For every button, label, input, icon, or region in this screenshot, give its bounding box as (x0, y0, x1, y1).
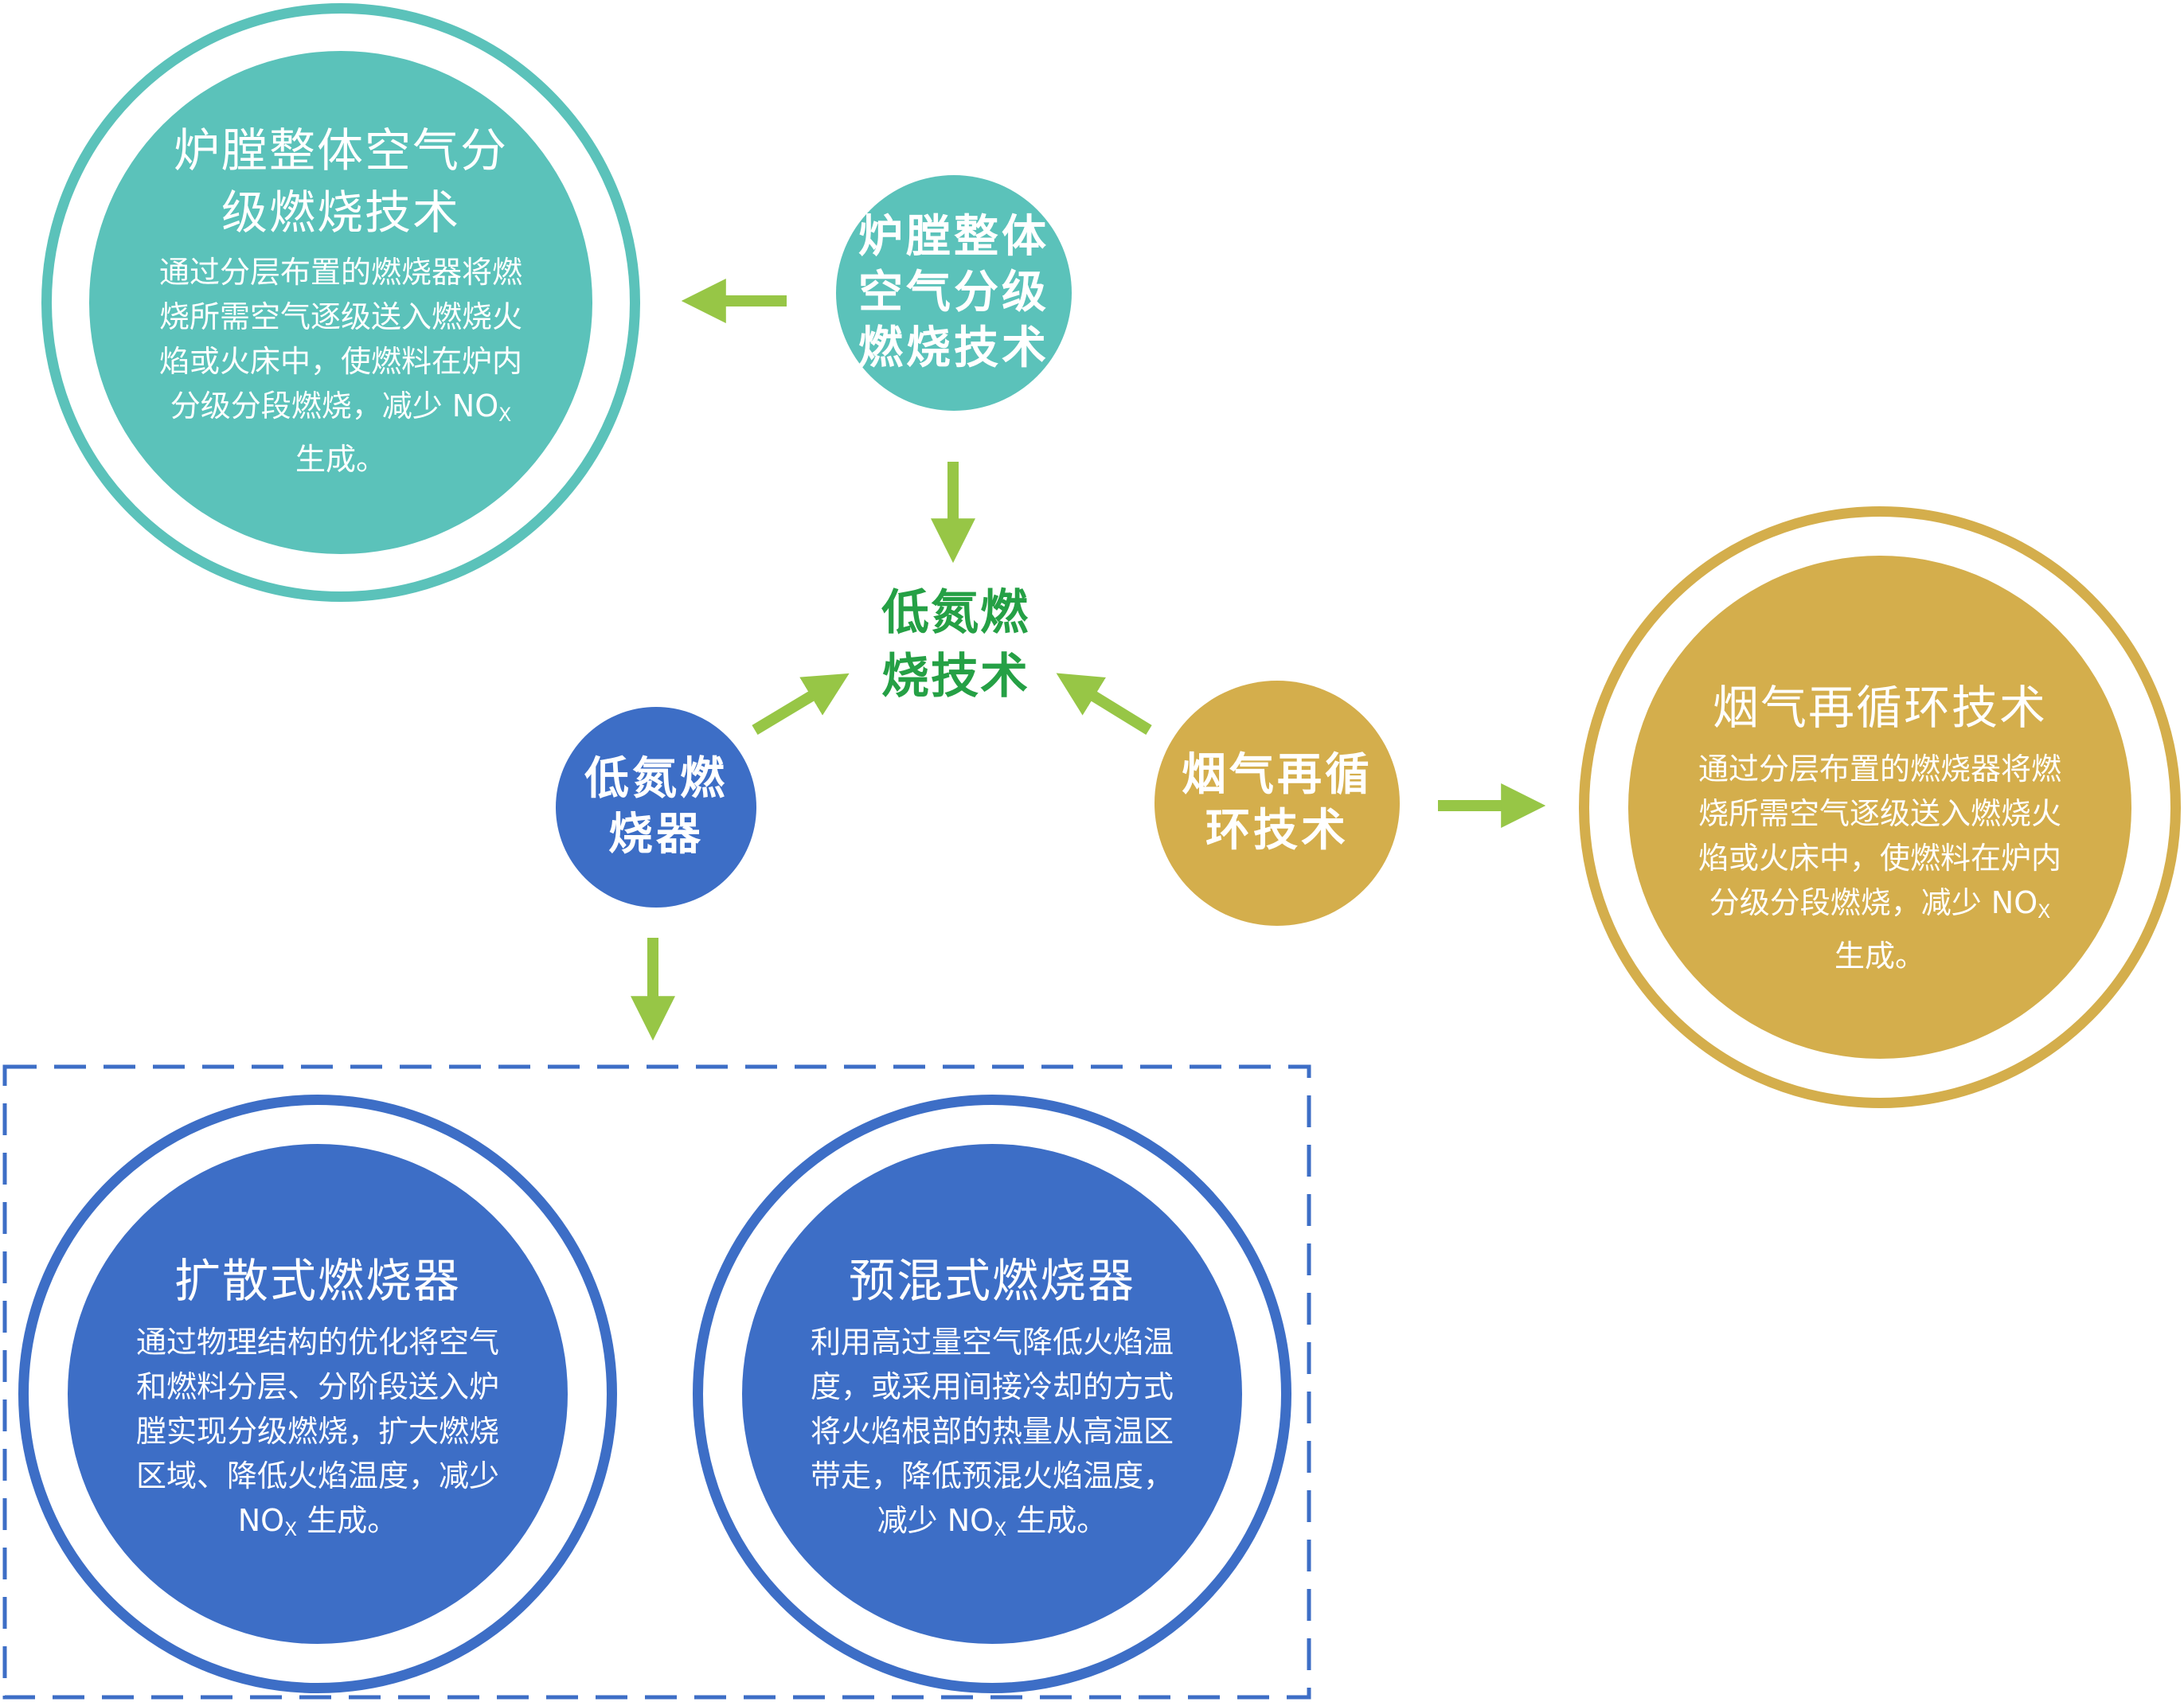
center-title: 低氮燃 烧技术 (844, 577, 1067, 712)
diffusion-burner-desc: 通过物理结构的优化将空气 和燃料分层、分阶段送入炉 膛实现分级燃烧，扩大燃烧 区… (136, 1320, 499, 1552)
air-staging-desc-subscript: X (498, 403, 512, 426)
premix-desc-line-2: 度，或采用间接冷却的方式 (810, 1369, 1174, 1404)
premix-burner-desc: 利用高过量空气降低火焰温 度，或采用间接冷却的方式 将火焰根部的热量从高温区 带… (811, 1320, 1174, 1552)
diffusion-desc-line-4: 区域、降低火焰温度，减少 (135, 1458, 499, 1493)
premix-burner-disc (742, 1144, 1242, 1644)
flue-gas-desc-nox-text: 分级分段燃烧，减少 NO (1709, 885, 2038, 920)
air-staging-desc-line-5: 生成。 (295, 441, 386, 477)
arrow-flue-gas-to-center (1056, 673, 1152, 735)
center-title-line-1: 低氮燃 (881, 585, 1029, 641)
flue-gas-node (1155, 681, 1400, 926)
premix-desc-line-3: 将火焰根部的热量从高温区 (810, 1414, 1174, 1449)
flue-gas-node-line-2: 环技术 (1205, 805, 1349, 857)
burner-types-dashed-box (2, 1064, 1311, 1700)
air-staging-detail-content: 炉膛整体空气分 级燃烧技术 通过分层布置的燃烧器将燃 烧所需空气逐级送入燃烧火 … (89, 119, 592, 517)
flue-gas-detail-title: 烟气再循环技术 (1712, 681, 2047, 735)
air-staging-node-line-1: 炉膛整体 (858, 211, 1049, 263)
flue-gas-desc-line-1: 通过分层布置的燃烧器将燃 (1698, 751, 2061, 787)
air-staging-detail-disc (89, 51, 592, 554)
flue-gas-node-label: 烟气再循 环技术 (1155, 681, 1400, 926)
flue-gas-desc-line-3: 焰或火床中，使燃料在炉内 (1698, 841, 2061, 876)
flue-gas-desc-subscript: X (2037, 900, 2051, 923)
premix-desc-suffix: 生成。 (1006, 1503, 1108, 1538)
diffusion-burner-disc (68, 1144, 568, 1644)
center-title-line-2: 烧技术 (881, 649, 1029, 705)
diffusion-desc-line-3: 膛实现分级燃烧，扩大燃烧 (135, 1414, 499, 1449)
air-staging-desc-line-1: 通过分层布置的燃烧器将燃 (158, 255, 522, 290)
burner-node-label: 低氮燃 烧器 (556, 707, 756, 908)
diffusion-desc-nox-text: NO (237, 1503, 285, 1538)
burner-node-line-2: 烧器 (608, 809, 704, 861)
premix-desc-line-4: 带走，降低预混火焰温度， (810, 1458, 1174, 1493)
premix-desc-nox-text: 减少 NO (877, 1503, 994, 1538)
flue-gas-detail-disc (1628, 556, 2131, 1059)
air-staging-node-label: 炉膛整体 空气分级 燃烧技术 (836, 175, 1072, 411)
diffusion-burner-content: 扩散式燃烧器 通过物理结构的优化将空气 和燃料分层、分阶段送入炉 膛实现分级燃烧… (68, 1250, 568, 1568)
air-staging-title-line-1: 炉膛整体空气分 (173, 123, 508, 178)
flue-gas-desc-line-5: 生成。 (1834, 938, 1925, 974)
air-staging-node-line-2: 空气分级 (858, 267, 1049, 318)
premix-burner-title: 预混式燃烧器 (848, 1254, 1135, 1308)
flue-gas-detail-desc: 通过分层布置的燃烧器将燃 烧所需空气逐级送入燃烧火 焰或火床中，使燃料在炉内 分… (1698, 747, 2061, 978)
arrow-burner-to-center (752, 673, 850, 736)
premix-burner-content: 预混式燃烧器 利用高过量空气降低火焰温 度，或采用间接冷却的方式 将火焰根部的热… (742, 1250, 1242, 1568)
air-staging-detail-title: 炉膛整体空气分 级燃烧技术 (174, 119, 508, 244)
premix-desc-line-1: 利用高过量空气降低火焰温 (810, 1325, 1174, 1360)
air-staging-desc-nox-text: 分级分段燃烧，减少 NO (170, 388, 499, 424)
air-staging-node-line-3: 燃烧技术 (858, 322, 1049, 374)
air-staging-desc-line-2: 烧所需空气逐级送入燃烧火 (158, 299, 522, 334)
burner-node-line-1: 低氮燃 (584, 753, 728, 805)
diffusion-desc-line-2: 和燃料分层、分阶段送入炉 (135, 1369, 499, 1404)
air-staging-detail-desc: 通过分层布置的燃烧器将燃 烧所需空气逐级送入燃烧火 焰或火床中，使燃料在炉内 分… (159, 250, 522, 482)
air-staging-title-line-2: 级燃烧技术 (221, 185, 460, 240)
diffusion-burner-title: 扩散式燃烧器 (174, 1254, 461, 1308)
diffusion-desc-line-5: NOX 生成。 (136, 1498, 499, 1552)
air-staging-desc-line-3: 焰或火床中，使燃料在炉内 (158, 344, 522, 379)
flue-gas-desc-line-2: 烧所需空气逐级送入燃烧火 (1698, 796, 2061, 831)
diffusion-desc-subscript: X (284, 1517, 298, 1540)
burner-node (556, 707, 756, 908)
flue-gas-desc-line-4: 分级分段燃烧，减少 NOX (1698, 880, 2061, 934)
flue-gas-node-line-1: 烟气再循 (1182, 749, 1373, 801)
premix-desc-subscript: X (994, 1517, 1007, 1540)
premix-desc-line-5: 减少 NOX 生成。 (811, 1498, 1174, 1552)
air-staging-desc-line-4: 分级分段燃烧，减少 NOX (159, 384, 522, 437)
flue-gas-detail-content: 烟气再循环技术 通过分层布置的燃烧器将燃 烧所需空气逐级送入燃烧火 焰或火床中，… (1628, 677, 2131, 995)
diffusion-desc-suffix: 生成。 (297, 1503, 398, 1538)
air-staging-node (836, 175, 1072, 411)
diffusion-desc-line-1: 通过物理结构的优化将空气 (135, 1325, 499, 1360)
